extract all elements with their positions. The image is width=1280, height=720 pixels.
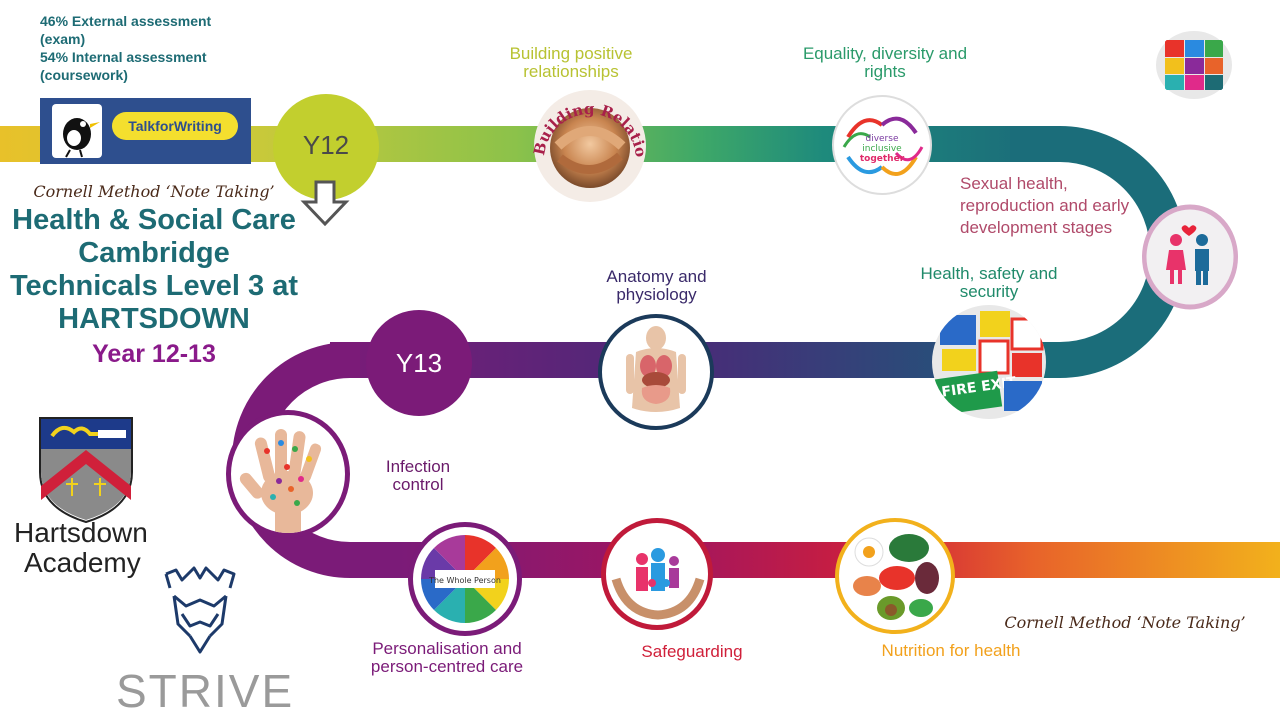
diverse-text: diverse xyxy=(865,134,898,144)
anatomy-image xyxy=(598,314,714,430)
cornell-method-top: Cornell Method ‘Note Taking’ xyxy=(33,182,275,201)
together-text: together xyxy=(860,154,905,164)
germ-hand-icon xyxy=(226,410,350,538)
down-arrow-icon xyxy=(300,180,350,226)
y12-label: Y12 xyxy=(302,130,350,160)
lion-icon xyxy=(164,566,236,654)
couple-icon xyxy=(1142,204,1238,310)
assessment-info: 46% External assessment (exam) 54% Inter… xyxy=(40,12,270,84)
y13-label: Y13 xyxy=(395,348,443,378)
equality-image: diverse inclusive together xyxy=(832,95,932,195)
school-crest-icon xyxy=(39,417,133,524)
whole-person-image: The Whole Person xyxy=(408,522,522,636)
external-assessment-text: 46% External assessment (exam) xyxy=(40,13,212,47)
page-title: Health & Social Care Cambridge Technical… xyxy=(10,204,298,335)
internal-assessment-text: 54% Internal assessment (coursework) xyxy=(40,49,207,83)
talk-for-writing-text: TalkforWriting xyxy=(112,112,238,140)
topic-building-relationships: Building positive relationships xyxy=(509,44,633,81)
topic-sexual-health: Sexual health, reproduction and early de… xyxy=(960,174,1130,237)
school-name-line1: Hartsdown xyxy=(14,517,148,548)
nutrition-image xyxy=(835,518,955,634)
school-name: Hartsdown Academy xyxy=(14,518,148,578)
topic-equality: Equality, diversity and rights xyxy=(802,44,968,81)
topic-nutrition: Nutrition for health xyxy=(881,641,1021,660)
health-safety-image: FIRE EXIT xyxy=(932,305,1046,419)
strive-motto: STRIVE xyxy=(116,665,295,717)
topic-anatomy: Anatomy and physiology xyxy=(606,267,707,304)
cornell-method-bottom: Cornell Method ‘Note Taking’ xyxy=(1004,613,1246,632)
inclusive-text: inclusive xyxy=(862,144,902,154)
school-name-line2: Academy xyxy=(24,547,141,578)
topic-safeguarding: Safeguarding xyxy=(641,642,743,661)
topic-health-safety: Health, safety and security xyxy=(920,264,1058,301)
puzzle-icon xyxy=(1155,30,1233,100)
talk-for-writing-logo: TalkforWriting xyxy=(40,98,251,164)
safeguarding-image xyxy=(601,518,713,630)
topic-personalisation: Personalisation and person-centred care xyxy=(370,639,524,676)
whole-person-text: The Whole Person xyxy=(428,576,501,585)
magpie-icon xyxy=(52,104,102,158)
year-range: Year 12-13 xyxy=(92,340,216,368)
building-relationships-image: Building Relationships xyxy=(530,86,650,204)
y13-milestone: Y13 xyxy=(366,310,472,416)
topic-infection-control: Infection control xyxy=(385,457,451,494)
